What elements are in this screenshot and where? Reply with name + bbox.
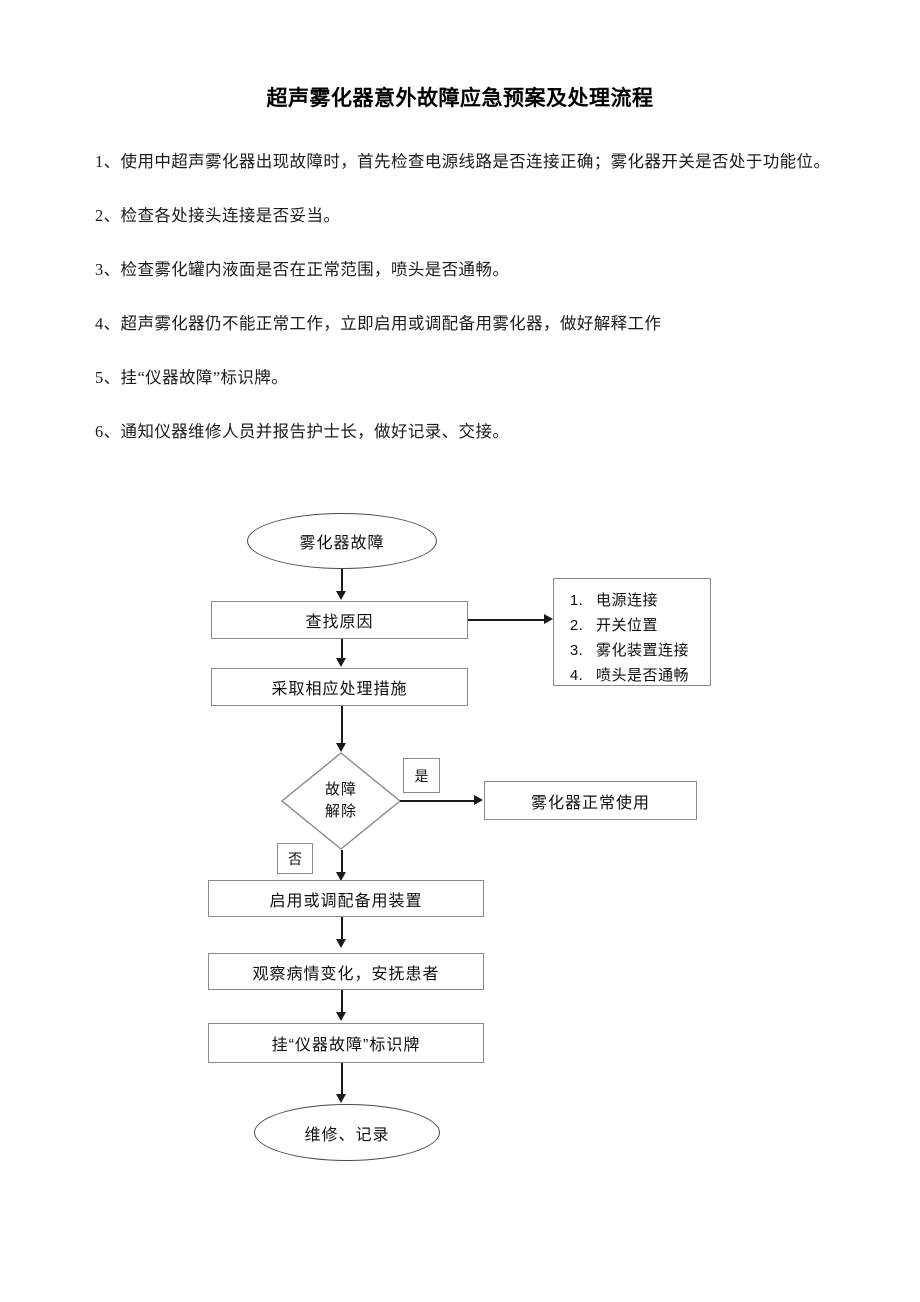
decision-line-1: 故障 — [324, 781, 357, 798]
diamond-shape-icon — [281, 752, 401, 850]
decision-no-label: 否 — [277, 843, 313, 874]
arrow-down-icon — [336, 658, 346, 667]
connector-decision-yes — [400, 800, 476, 802]
flow-node-end: 维修、记录 — [254, 1104, 440, 1161]
decision-line-2: 解除 — [324, 803, 357, 820]
flow-node-checklist: 电源连接 开关位置 雾化装置连接 喷头是否通畅 — [553, 578, 711, 686]
connector-find-cause-to-measures — [341, 639, 343, 660]
arrow-down-icon — [336, 743, 346, 752]
flow-node-take-measures: 采取相应处理措施 — [211, 668, 468, 706]
flow-node-find-cause: 查找原因 — [211, 601, 468, 639]
paragraph-3: 3、检查雾化罐内液面是否在正常范围，喷头是否通畅。 — [95, 260, 510, 279]
paragraph-5: 5、挂“仪器故障”标识牌。 — [95, 368, 289, 387]
arrow-down-icon — [336, 1094, 346, 1103]
paragraph-4: 4、超声雾化器仍不能正常工作，立即启用或调配备用雾化器，做好解释工作 — [95, 314, 662, 333]
connector-backup-to-observe — [341, 917, 343, 942]
arrow-down-icon — [336, 591, 346, 600]
paragraph-1: 1、使用中超声雾化器出现故障时，首先检查电源线路是否连接正确；雾化器开关是否处于… — [95, 152, 831, 171]
connector-sign-to-end — [341, 1063, 343, 1097]
arrow-down-icon — [336, 1012, 346, 1021]
connector-find-cause-to-checklist — [468, 619, 546, 621]
connector-start-to-find-cause — [341, 569, 343, 593]
arrow-down-icon — [336, 872, 346, 881]
arrow-right-icon — [474, 795, 483, 805]
page-title: 超声雾化器意外故障应急预案及处理流程 — [266, 87, 654, 110]
checklist-item: 雾化装置连接 — [588, 638, 710, 663]
connector-observe-to-sign — [341, 990, 343, 1015]
paragraph-2: 2、检查各处接头连接是否妥当。 — [95, 206, 341, 225]
document-body: 1、使用中超声雾化器出现故障时，首先检查电源线路是否连接正确；雾化器开关是否处于… — [62, 140, 862, 464]
connector-measures-to-decision — [341, 706, 343, 746]
checklist-list: 电源连接 开关位置 雾化装置连接 喷头是否通畅 — [554, 588, 710, 688]
flow-node-normal-use: 雾化器正常使用 — [484, 781, 697, 820]
connector-decision-no — [341, 850, 343, 876]
decision-yes-label: 是 — [403, 758, 440, 793]
checklist-item: 开关位置 — [588, 613, 710, 638]
checklist-item: 电源连接 — [588, 588, 710, 613]
flow-node-hang-sign: 挂“仪器故障”标识牌 — [208, 1023, 484, 1063]
arrow-right-icon — [544, 614, 553, 624]
flow-node-decision: 故障 解除 — [281, 752, 401, 850]
flow-node-start: 雾化器故障 — [247, 513, 437, 569]
flow-node-use-backup: 启用或调配备用装置 — [208, 880, 484, 917]
decision-text: 故障 解除 — [281, 752, 401, 850]
paragraph-6: 6、通知仪器维修人员并报告护士长，做好记录、交接。 — [95, 422, 510, 441]
arrow-down-icon — [336, 939, 346, 948]
checklist-item: 喷头是否通畅 — [588, 663, 710, 688]
flow-node-observe-patient: 观察病情变化，安抚患者 — [208, 953, 484, 990]
